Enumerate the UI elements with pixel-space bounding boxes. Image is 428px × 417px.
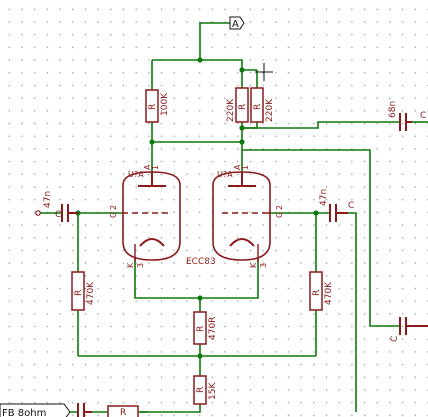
capacitor-value: 68n xyxy=(388,101,398,118)
wire-top-rail xyxy=(152,59,243,70)
capacitor-ref: C xyxy=(390,336,400,342)
capacitor-value: 47n xyxy=(319,189,329,206)
tube-ref: U?A xyxy=(128,170,144,179)
junction-dot xyxy=(197,295,203,301)
resistor-470k-left-body[interactable] xyxy=(71,271,85,311)
capacitor-47n-right[interactable] xyxy=(329,204,348,222)
resistor-470k-right-body[interactable] xyxy=(309,271,323,311)
tube-pin-k: K xyxy=(126,262,135,268)
tube-right[interactable]: U?A A 1 G 2 K 3 xyxy=(212,164,284,268)
resistor-ref: R xyxy=(253,104,263,110)
resistors xyxy=(71,87,323,417)
capacitor-value: 47n xyxy=(43,191,53,208)
tube-pin-a: A xyxy=(233,164,242,170)
tube-cathode xyxy=(139,238,165,247)
junction-dot xyxy=(197,353,203,359)
tube-left[interactable]: U?A A 1 G 2 K 3 xyxy=(109,164,181,268)
resistor-ref: R xyxy=(238,104,248,110)
resistor-ref: R xyxy=(196,387,206,393)
tube-anode-plate xyxy=(138,172,166,187)
net-label-a[interactable]: A xyxy=(229,16,245,30)
resistor-value: 15K xyxy=(208,382,218,400)
wire-top-rail-right xyxy=(241,69,258,88)
wire-cap-right xyxy=(348,212,357,412)
capacitor-68n-top[interactable] xyxy=(399,113,412,131)
feedback-label[interactable]: FB 8ohm xyxy=(0,403,71,417)
junction-dot xyxy=(239,125,245,131)
junction-dot xyxy=(239,139,245,145)
wire-to-cap-68n-top xyxy=(242,121,400,129)
resistor-value: 470K xyxy=(86,281,96,305)
tube-pin-g: G xyxy=(275,212,284,218)
tube-pin-a: A xyxy=(143,164,152,170)
crosshair-cursor-icon xyxy=(255,63,273,81)
wire-cathodes xyxy=(134,258,259,299)
resistor-ref: R xyxy=(196,326,206,332)
resistor-value: 220K xyxy=(226,98,236,122)
resistor-ref: R xyxy=(312,290,322,296)
wire-15k-bottom xyxy=(140,404,201,413)
tube-pin-a-num: 1 xyxy=(151,165,160,170)
resistor-ref: R xyxy=(120,408,126,417)
capacitor-fb[interactable] xyxy=(77,403,92,417)
input-pin-icon[interactable] xyxy=(35,210,41,216)
tube-cathode xyxy=(229,238,255,247)
resistor-ref: R xyxy=(148,104,158,110)
net-label-a-text: A xyxy=(232,19,239,30)
capacitor-68n-bottom[interactable] xyxy=(399,317,428,335)
wires xyxy=(40,22,428,413)
junction-dot xyxy=(149,139,155,145)
capacitor-ref: C xyxy=(55,210,61,220)
tube-ref: U?A xyxy=(217,170,233,179)
resistor-220k-a-body[interactable] xyxy=(235,87,249,123)
tube-pin-k-num: 3 xyxy=(259,263,268,268)
wire-net-a xyxy=(199,22,230,60)
resistor-value: 470K xyxy=(324,281,334,305)
feedback-label-text: FB 8ohm xyxy=(2,408,46,417)
resistor-100k-body[interactable] xyxy=(145,89,159,123)
resistor-labels: R 100K R 220K R 220K R 470K R 470K R 470… xyxy=(74,92,334,417)
wire-anode-right-rail xyxy=(242,149,400,327)
capacitor-47n-left[interactable] xyxy=(61,204,78,222)
resistor-470r-body[interactable] xyxy=(193,311,207,345)
capacitor-ref: C xyxy=(420,111,426,121)
tube-anode-plate xyxy=(228,172,256,187)
tube-envelope xyxy=(212,171,271,261)
resistor-ref: R xyxy=(74,290,84,296)
capacitors xyxy=(61,113,428,417)
tube-pin-k: K xyxy=(249,262,258,268)
tube-pin-g-num: 2 xyxy=(275,205,284,210)
capacitor-labels: 47n C 47n C 68n C 68n C xyxy=(43,101,426,342)
tube-pin-g-num: 2 xyxy=(109,205,118,210)
capacitor-ref: C xyxy=(348,201,354,211)
junction-dot xyxy=(313,210,319,216)
resistor-15k-body[interactable] xyxy=(193,375,207,405)
resistor-value: 100K xyxy=(160,92,170,116)
tube-pin-k-num: 3 xyxy=(136,263,145,268)
junction-dot xyxy=(239,67,245,73)
tube-pin-g: G xyxy=(109,212,118,218)
resistor-fb-body[interactable] xyxy=(107,405,139,417)
resistor-220k-b-body[interactable] xyxy=(250,87,264,123)
tube-pin-a-num: 1 xyxy=(241,165,250,170)
junction-dot xyxy=(197,57,203,63)
tube-value-label: ECC83 xyxy=(186,257,216,267)
resistor-value: 220K xyxy=(265,98,275,122)
resistor-value: 470R xyxy=(208,317,218,340)
